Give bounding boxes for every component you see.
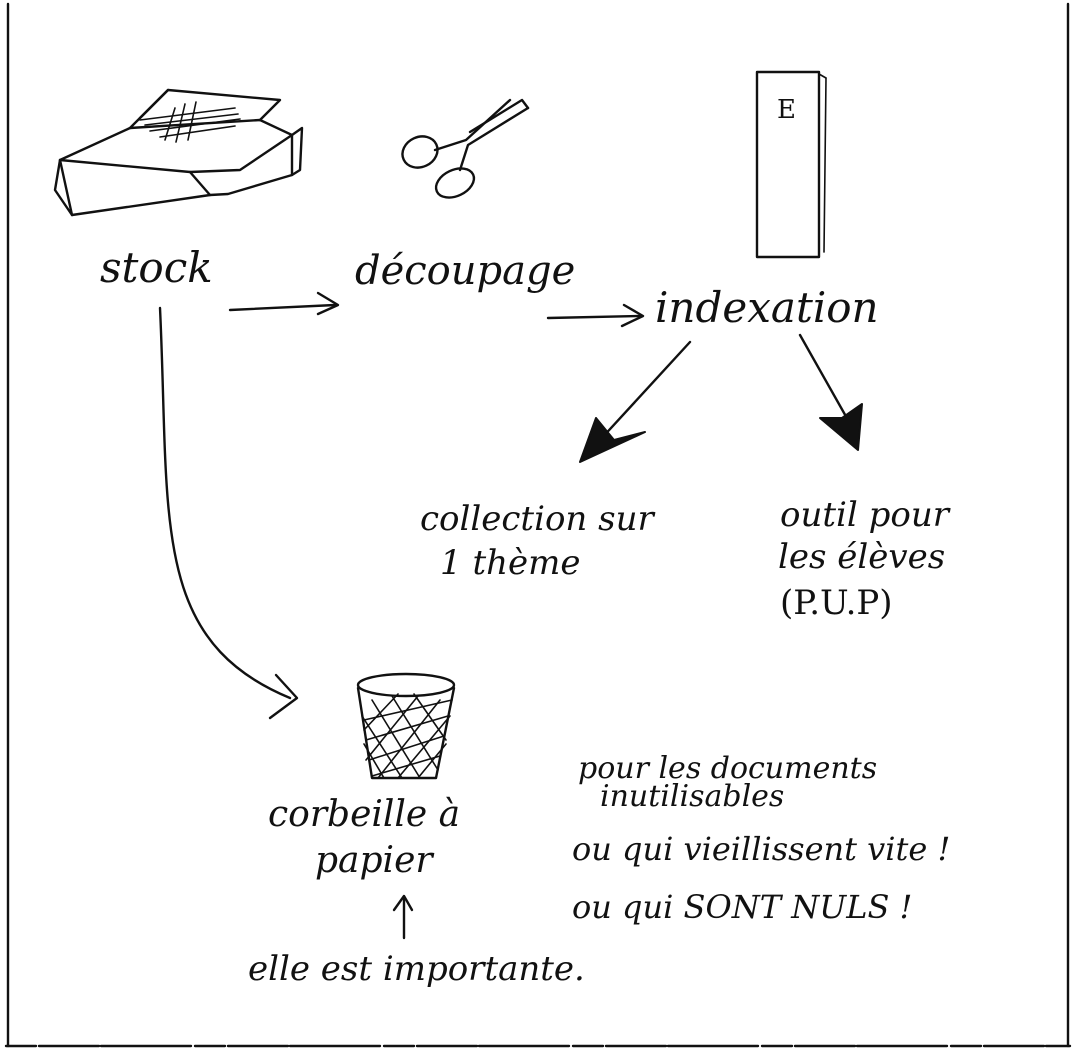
index-card-letter: E	[777, 95, 796, 125]
index-card-icon: E	[757, 72, 826, 257]
cardboard-box-icon	[55, 90, 302, 215]
label-collection-line1: collection sur	[420, 499, 655, 539]
label-stock: stock	[100, 243, 213, 292]
arrow-decoupage-to-indexation	[548, 305, 643, 326]
arrow-indexation-to-outil	[800, 335, 862, 450]
scissors-icon	[397, 100, 528, 203]
label-outil-line1: outil pour	[780, 495, 951, 535]
label-indexation: indexation	[655, 283, 879, 332]
label-collection-line2: 1 thème	[440, 543, 580, 583]
arrow-up-to-corbeille	[394, 896, 412, 938]
arrow-stock-to-wastebasket	[160, 308, 297, 718]
label-corbeille-line2: papier	[315, 840, 434, 881]
note-line3: ou qui vieillissent vite !	[572, 830, 950, 868]
note-line2: inutilisables	[600, 779, 784, 814]
label-corbeille-line1: corbeille à	[268, 794, 460, 835]
label-important: elle est importante.	[248, 949, 585, 989]
label-outil-line2: les élèves	[778, 537, 945, 577]
wastebasket-icon	[358, 674, 454, 778]
label-outil-line3: (P.U.P)	[780, 583, 893, 623]
arrow-indexation-to-collection	[580, 342, 690, 462]
note-line4: ou qui SONT NULS !	[572, 888, 912, 926]
arrow-stock-to-decoupage	[230, 293, 338, 314]
label-decoupage: découpage	[355, 248, 575, 294]
